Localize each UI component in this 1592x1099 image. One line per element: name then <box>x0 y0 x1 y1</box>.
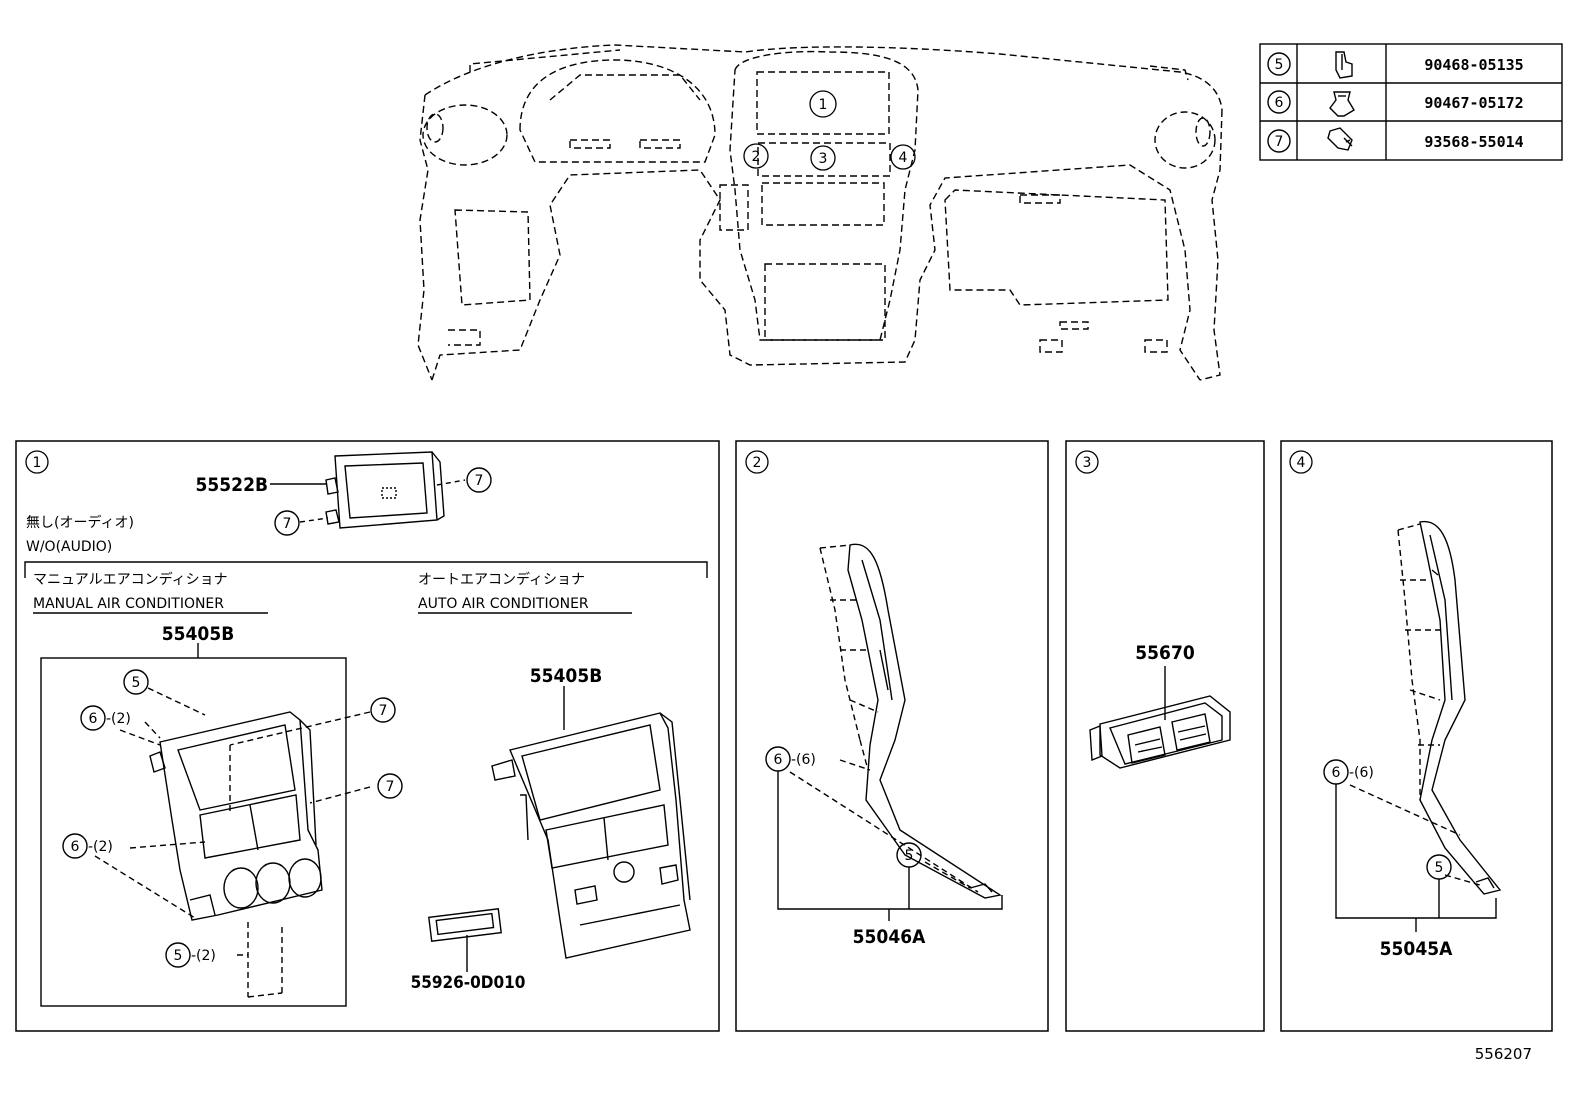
panel-2-number: 2 <box>753 455 762 471</box>
fastener-table <box>1259 43 1563 161</box>
svg-text:5: 5 <box>174 948 183 964</box>
panel-2-frame <box>735 440 1049 1032</box>
push-clip-icon <box>1329 91 1355 117</box>
table-part-5: 90468-05135 <box>1424 56 1523 74</box>
panel-1-number: 1 <box>33 455 42 471</box>
panel-4-frame <box>1280 440 1553 1032</box>
part-55670: 55670 <box>1135 642 1195 664</box>
svg-text:7: 7 <box>475 473 484 489</box>
display-unit-55522B <box>270 451 492 536</box>
part-55926: 55926-0D010 <box>411 973 526 993</box>
svg-text:5: 5 <box>905 848 914 864</box>
vent-55670 <box>1089 695 1231 769</box>
panel-1-frame <box>15 440 720 1032</box>
panel4-bracket <box>1335 784 1497 919</box>
svg-text:6: 6 <box>89 711 98 727</box>
svg-text:5: 5 <box>132 675 141 691</box>
part-55405B-manual: 55405B <box>162 623 235 645</box>
callout-2-label: 2 <box>752 149 761 165</box>
callout-3-label: 3 <box>819 151 828 167</box>
text-layer: 1 2 3 4 5 6 7 90468-05135 90467-05172 93… <box>26 56 1532 1063</box>
qty-5-bottom: -(2) <box>191 948 216 964</box>
panel2-leaders <box>789 544 979 893</box>
table-ref-5: 5 <box>1275 57 1284 73</box>
screw-icon <box>1327 127 1353 151</box>
panel-callouts <box>25 450 1313 474</box>
figure-number: 556207 <box>1475 1045 1532 1063</box>
manual-ac-en: MANUAL AIR CONDITIONER <box>33 596 224 612</box>
callout-2[interactable] <box>743 143 769 169</box>
overview-callouts <box>743 90 916 171</box>
table-ref-6: 6 <box>1275 95 1284 111</box>
part-55045A: 55045A <box>1380 938 1453 960</box>
instrument-panel-overview <box>417 44 1223 381</box>
part-55522B: 55522B <box>196 474 269 496</box>
svg-text:7: 7 <box>283 516 292 532</box>
manual-variant-box <box>40 657 347 1007</box>
qty-6-top: -(2) <box>106 711 131 727</box>
clip-icon <box>1335 51 1353 79</box>
callout-4-label: 4 <box>899 150 908 166</box>
callout-3[interactable] <box>810 145 836 171</box>
svg-text:5: 5 <box>1435 860 1444 876</box>
qty-6-bottom: -(2) <box>88 839 113 855</box>
table-ref-7: 7 <box>1275 134 1284 150</box>
auto-bezel <box>491 712 691 959</box>
part-55405B-auto: 55405B <box>530 665 603 687</box>
panel-3-frame <box>1065 440 1265 1032</box>
auto-ac-jp: オートエアコンディショナ <box>418 571 585 588</box>
garnish-55045A <box>1419 520 1502 895</box>
variant-bracket <box>24 561 708 578</box>
auto-ac-en: AUTO AIR CONDITIONER <box>418 596 589 612</box>
callout-1[interactable] <box>809 90 837 118</box>
manual-ac-jp: マニュアルエアコンディショナ <box>33 571 228 588</box>
garnish-55046A <box>847 543 1002 899</box>
manual-bezel <box>149 711 323 921</box>
svg-text:6: 6 <box>71 839 80 855</box>
svg-text:6: 6 <box>774 752 783 768</box>
callout-4[interactable] <box>890 144 916 170</box>
svg-text:7: 7 <box>386 779 395 795</box>
panel-frames <box>15 440 1553 1032</box>
part-55046A: 55046A <box>853 926 926 948</box>
table-part-7: 93568-55014 <box>1424 133 1523 151</box>
panel4-leaders <box>1349 523 1481 886</box>
svg-text:6: 6 <box>1332 765 1341 781</box>
qty-6-panel2: -(6) <box>791 752 816 768</box>
panel-4-number: 4 <box>1297 455 1306 471</box>
panel-3-number: 3 <box>1083 455 1092 471</box>
svg-text:7: 7 <box>379 703 388 719</box>
manual-leaders <box>94 687 371 998</box>
wo-audio-jp: 無し(オーディオ) <box>26 514 134 531</box>
table-part-6: 90467-05172 <box>1424 94 1523 112</box>
wo-audio-en: W/O(AUDIO) <box>26 539 112 555</box>
qty-6-panel4: -(6) <box>1349 765 1374 781</box>
callout-1-label: 1 <box>819 97 828 113</box>
panel2-bracket <box>777 771 1003 910</box>
